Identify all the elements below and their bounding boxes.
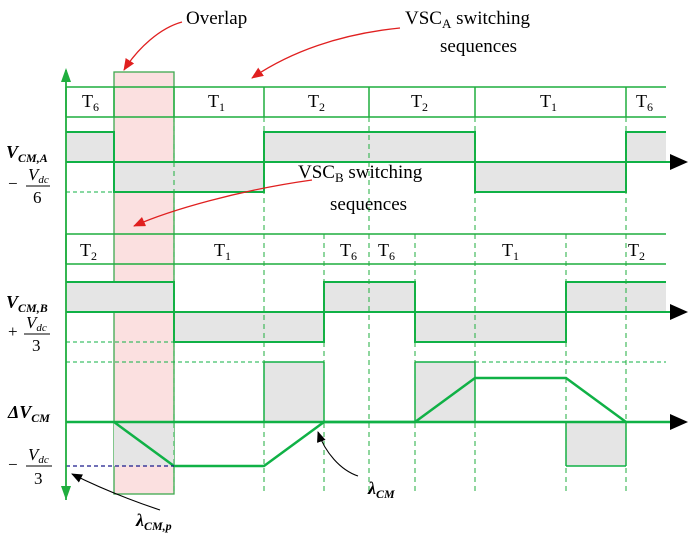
lambda-cm-p-label: λCM,p (135, 510, 172, 533)
delta-vcm-axis-arrow (670, 414, 688, 430)
lambda-cm-pointer (317, 431, 359, 477)
vcm-a-label: VCM,A (6, 142, 48, 165)
vscb-seq-3: T6 (340, 240, 357, 263)
vsca-pointer (251, 27, 401, 79)
switching-guides (173, 117, 627, 494)
delta-vcm-waveform (66, 361, 680, 468)
overlap-pointer (123, 21, 183, 71)
svg-text:6: 6 (33, 188, 42, 207)
lambda-cm-curve (113, 376, 627, 468)
vscb-seq-5: T1 (502, 240, 519, 263)
svg-text:Vdc: Vdc (28, 165, 49, 186)
svg-text:+: + (8, 322, 18, 341)
svg-text:3: 3 (32, 336, 41, 355)
vsca-seq-2: T1 (208, 91, 225, 114)
vcm-a-waveform (66, 131, 680, 193)
vsca-seq-6: T6 (636, 91, 653, 114)
vsca-annotation-line2: sequences (440, 36, 517, 57)
vcm-b-label: VCM,B (6, 292, 48, 315)
vsca-seq-4: T2 (411, 91, 428, 114)
axis-arrowhead-bottom (61, 486, 71, 500)
svg-text:3: 3 (34, 469, 43, 488)
lambda-cm-label: λCM (367, 478, 395, 501)
svg-text:−: − (8, 455, 18, 474)
vscb-seq-6: T2 (628, 240, 645, 263)
vscb-pointer (133, 179, 313, 227)
vcm-a-level-label: − Vdc 6 (8, 165, 50, 207)
lambda-cm-p-pointer (71, 473, 161, 511)
vscb-annotation-line1: VSCB switching (298, 162, 423, 185)
svg-text:−: − (8, 174, 18, 193)
vscb-seq-4: T6 (378, 240, 395, 263)
vsca-annotation-line1: VSCA switching (405, 8, 530, 31)
axis-arrowhead-top (61, 68, 71, 82)
delta-vcm-label: ΔVCM (7, 402, 50, 425)
vcm-b-axis-arrow (670, 304, 688, 320)
vsca-seq-5: T1 (540, 91, 557, 114)
delta-level-label: − Vdc 3 (8, 445, 52, 488)
svg-text:Vdc: Vdc (26, 313, 47, 334)
vsca-seq-1: T6 (82, 91, 99, 114)
svg-text:Vdc: Vdc (28, 445, 49, 466)
vsca-grid (65, 86, 666, 118)
vscb-annotation-line2: sequences (330, 194, 407, 215)
vsca-seq-3: T2 (308, 91, 325, 114)
vscb-seq-2: T1 (214, 240, 231, 263)
vscb-seq-1: T2 (80, 240, 97, 263)
vcm-a-axis-arrow (670, 154, 688, 170)
vcm-b-level-label: + Vdc 3 (8, 313, 50, 355)
overlap-label: Overlap (186, 8, 247, 29)
